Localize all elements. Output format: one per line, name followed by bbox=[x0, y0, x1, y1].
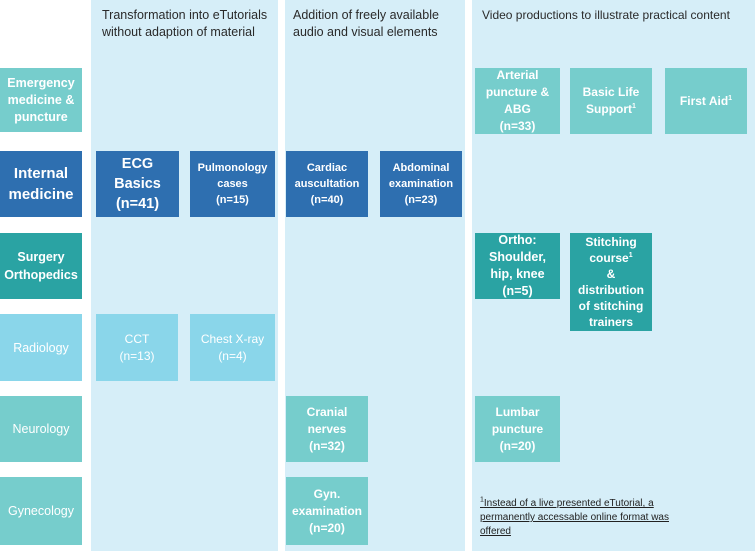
box-first-aid: First Aid1 bbox=[665, 68, 747, 134]
box-line: distribution bbox=[578, 283, 644, 297]
row-label-neurology: Neurology bbox=[0, 396, 82, 462]
box-line: Lumbar bbox=[495, 404, 540, 419]
box-line-text: course bbox=[589, 251, 629, 265]
box-line-text: First Aid bbox=[679, 93, 729, 108]
column-header-audio-visual: Addition of freely available audio and v… bbox=[293, 7, 465, 41]
footnote-text: Instead of a live presented eTutorial, a bbox=[483, 498, 654, 509]
box-line: (n=4) bbox=[218, 348, 247, 363]
box-line: Basic Life bbox=[582, 85, 640, 99]
column-header-line: audio and visual elements bbox=[293, 25, 438, 39]
box-line: (n=40) bbox=[310, 194, 344, 206]
box-line: (n=15) bbox=[216, 194, 249, 206]
box-abdominal-examination: Abdominal examination (n=23) bbox=[380, 151, 462, 217]
box-line: (n=20) bbox=[499, 438, 536, 453]
box-line: cases bbox=[217, 178, 248, 190]
row-label-internal: Internal medicine bbox=[0, 151, 82, 217]
box-line: nerves bbox=[307, 421, 347, 436]
footnote-line: 1Instead of a live presented eTutorial, … bbox=[480, 496, 654, 509]
footnote-marker: 1 bbox=[480, 496, 484, 504]
box-line: & bbox=[606, 267, 616, 281]
box-line: hip, knee bbox=[490, 267, 545, 281]
row-label-surgery: Surgery Orthopedics bbox=[0, 233, 82, 299]
box-line-text: Support bbox=[586, 102, 633, 116]
box-line: puncture & bbox=[485, 85, 550, 99]
box-chest-xray: Chest X-ray (n=4) bbox=[190, 314, 275, 381]
box-line: (n=23) bbox=[404, 194, 438, 206]
box-line: (n=5) bbox=[502, 284, 533, 298]
box-line: (n=33) bbox=[499, 119, 536, 133]
box-line: ABG bbox=[504, 102, 531, 116]
row-label-emergency: Emergency medicine & puncture bbox=[0, 68, 82, 132]
row-label-gynecology: Gynecology bbox=[0, 477, 82, 545]
box-line: Cardiac bbox=[306, 162, 348, 174]
box-gyn-examination: Gyn. examination (n=20) bbox=[286, 477, 368, 545]
box-pulmonology-cases: Pulmonology cases (n=15) bbox=[190, 151, 275, 217]
box-line: Cranial bbox=[306, 404, 348, 419]
box-ortho: Ortho: Shoulder, hip, knee (n=5) bbox=[475, 233, 560, 299]
row-label-line: Orthopedics bbox=[4, 268, 78, 282]
footnote-marker: 1 bbox=[632, 103, 636, 110]
box-line: Shoulder, bbox=[489, 250, 546, 264]
column-bg-audio-visual bbox=[285, 0, 465, 551]
footnote-line: offered bbox=[480, 526, 511, 537]
box-line: ECG Basics bbox=[114, 156, 161, 192]
row-label-radiology: Radiology bbox=[0, 314, 82, 381]
box-line: Arterial bbox=[496, 68, 539, 82]
box-line: (n=32) bbox=[309, 438, 345, 453]
footnote: 1Instead of a live presented eTutorial, … bbox=[480, 497, 745, 539]
box-cardiac-auscultation: Cardiac auscultation (n=40) bbox=[286, 151, 368, 217]
row-label-line: puncture bbox=[14, 109, 68, 124]
column-header-line: Addition of freely available bbox=[293, 8, 439, 22]
row-label-line: Surgery bbox=[17, 250, 65, 264]
box-line: examination bbox=[291, 503, 363, 518]
box-lumbar-puncture: Lumbar puncture (n=20) bbox=[475, 396, 560, 462]
box-cct: CCT (n=13) bbox=[96, 314, 178, 381]
row-label-line: Gynecology bbox=[7, 504, 74, 518]
box-line: (n=41) bbox=[115, 196, 160, 212]
column-header-line: Transformation into eTutorials bbox=[102, 8, 268, 22]
box-line: (n=20) bbox=[309, 520, 345, 535]
row-label-line: medicine bbox=[8, 186, 74, 203]
box-cranial-nerves: Cranial nerves (n=32) bbox=[286, 396, 368, 462]
box-line: CCT bbox=[124, 331, 150, 346]
row-label-line: Emergency bbox=[7, 75, 75, 90]
row-label-line: Internal bbox=[13, 165, 69, 182]
box-line: First Aid1 bbox=[680, 93, 732, 110]
box-line: course1 bbox=[589, 250, 632, 266]
column-header-etutorials: Transformation into eTutorials without a… bbox=[102, 7, 278, 41]
box-arterial-puncture: Arterial puncture & ABG (n=33) bbox=[475, 68, 560, 134]
box-line: trainers bbox=[588, 315, 634, 329]
box-line: Chest X-ray bbox=[200, 331, 265, 346]
footnote-marker: 1 bbox=[628, 252, 633, 259]
row-label-line: Radiology bbox=[13, 340, 69, 355]
box-line: of stitching bbox=[578, 299, 644, 313]
box-line: Pulmonology bbox=[197, 162, 268, 174]
footnote-line: permanently accessable online format was bbox=[480, 512, 669, 523]
box-line: Stitching bbox=[585, 235, 637, 249]
box-line: auscultation bbox=[294, 178, 360, 190]
box-line: Abdominal bbox=[392, 162, 450, 174]
box-basic-life-support: Basic Life Support1 bbox=[570, 68, 652, 134]
footnote-marker: 1 bbox=[728, 94, 733, 102]
box-line: (n=13) bbox=[119, 348, 155, 363]
box-line: puncture bbox=[491, 421, 544, 436]
box-line: Ortho: bbox=[498, 233, 537, 247]
box-line: examination bbox=[388, 178, 454, 190]
row-label-line: Neurology bbox=[12, 422, 70, 436]
column-header-video: Video productions to illustrate practica… bbox=[482, 7, 752, 24]
box-line: Support1 bbox=[586, 101, 636, 118]
column-header-line: Video productions to illustrate practica… bbox=[482, 8, 730, 22]
box-line: Gyn. bbox=[313, 486, 341, 501]
box-ecg-basics: ECG Basics (n=41) bbox=[96, 151, 179, 217]
box-stitching-course: Stitching course1 & distribution of stit… bbox=[570, 233, 652, 331]
column-bg-etutorials bbox=[91, 0, 278, 551]
column-header-line: without adaption of material bbox=[102, 25, 255, 39]
row-label-line: medicine & bbox=[7, 92, 75, 107]
